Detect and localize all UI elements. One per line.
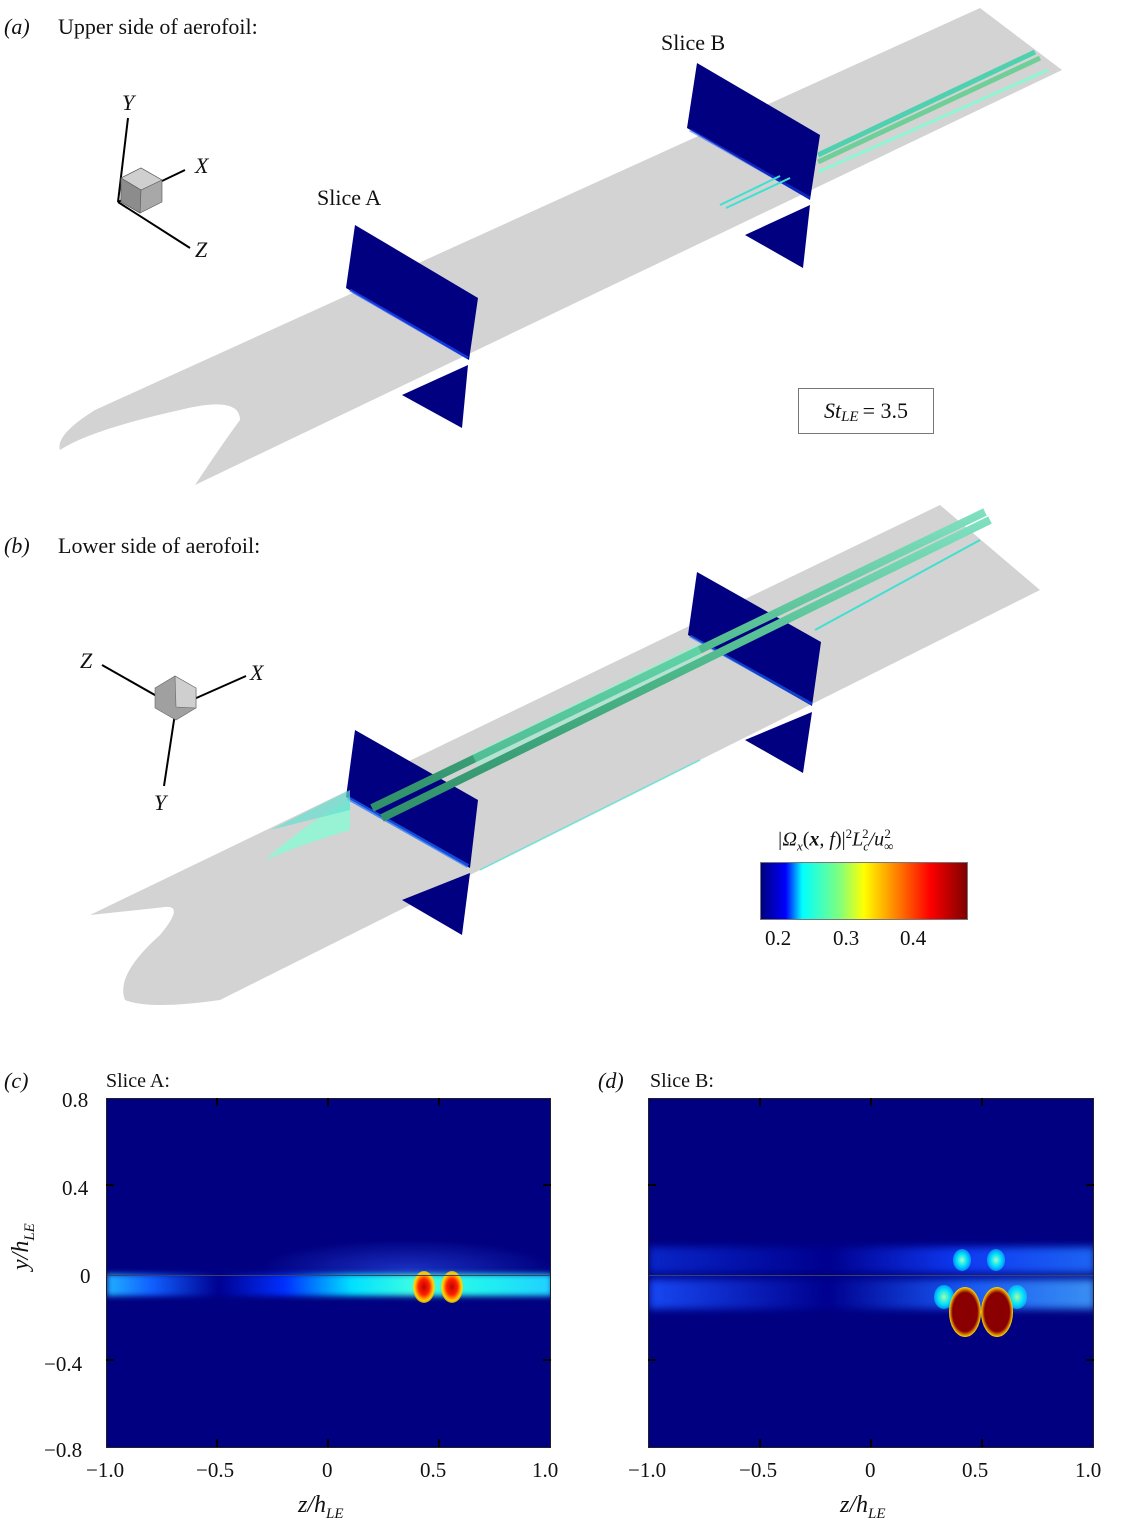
panel-b-title: Lower side of aerofoil:: [58, 533, 261, 558]
panel-a-tag: (a): [4, 14, 30, 39]
colorbar-label: |Ωx(x, f)|2Lc2/u∞2: [777, 826, 894, 854]
x-tick: 1.0: [1075, 1458, 1102, 1482]
heatmap-slice-a: [106, 1098, 551, 1448]
panel-d-tag: (d): [598, 1068, 624, 1093]
panel-a-title: Upper side of aerofoil:: [58, 14, 258, 39]
x-tick: −0.5: [739, 1458, 778, 1482]
x-tick: −1.0: [628, 1458, 667, 1482]
y-tick: 0.4: [62, 1176, 89, 1200]
slice-b-label: Slice B: [661, 30, 726, 55]
axis-z-label-a: Z: [195, 237, 208, 262]
panel-b-tag: (b): [4, 533, 30, 558]
x-tick: 0.5: [962, 1458, 989, 1482]
heatmap-slice-b: [648, 1098, 1094, 1448]
strouhal-symbol: St: [823, 398, 842, 423]
y-tick: 0: [80, 1264, 91, 1288]
colorbar: [760, 862, 968, 920]
strouhal-subscript: LE: [841, 408, 859, 425]
x-tick: −1.0: [86, 1458, 125, 1482]
y-tick: −0.4: [44, 1352, 83, 1376]
x-tick: 0.5: [420, 1458, 447, 1482]
panel-d-title: Slice B:: [650, 1070, 714, 1092]
colorbar-tick: 0.4: [900, 926, 927, 950]
colorbar-tick: 0.2: [765, 926, 792, 950]
axis-y-label-b: Y: [154, 790, 167, 815]
x-tick: 0: [322, 1458, 333, 1482]
x-axis-label-c: z/hLE: [298, 1492, 344, 1522]
x-tick: 1.0: [532, 1458, 559, 1482]
y-axis-label: y/hLE: [8, 1223, 38, 1270]
y-tick: 0.8: [62, 1088, 89, 1112]
colorbar-tick: 0.3: [833, 926, 860, 950]
axis-z-label-b: Z: [80, 648, 93, 673]
x-axis-label-d: z/hLE: [840, 1492, 886, 1522]
strouhal-value: = 3.5: [862, 398, 909, 423]
x-tick: 0: [865, 1458, 876, 1482]
axis-x-label-b: X: [250, 660, 264, 685]
y-tick: −0.8: [44, 1438, 83, 1462]
x-tick: −0.5: [196, 1458, 235, 1482]
axis-y-label-a: Y: [122, 90, 135, 115]
panel-c-title: Slice A:: [106, 1070, 170, 1092]
axis-x-label-a: X: [195, 153, 209, 178]
slice-a-label: Slice A: [317, 185, 382, 210]
panel-c-tag: (c): [4, 1068, 29, 1093]
